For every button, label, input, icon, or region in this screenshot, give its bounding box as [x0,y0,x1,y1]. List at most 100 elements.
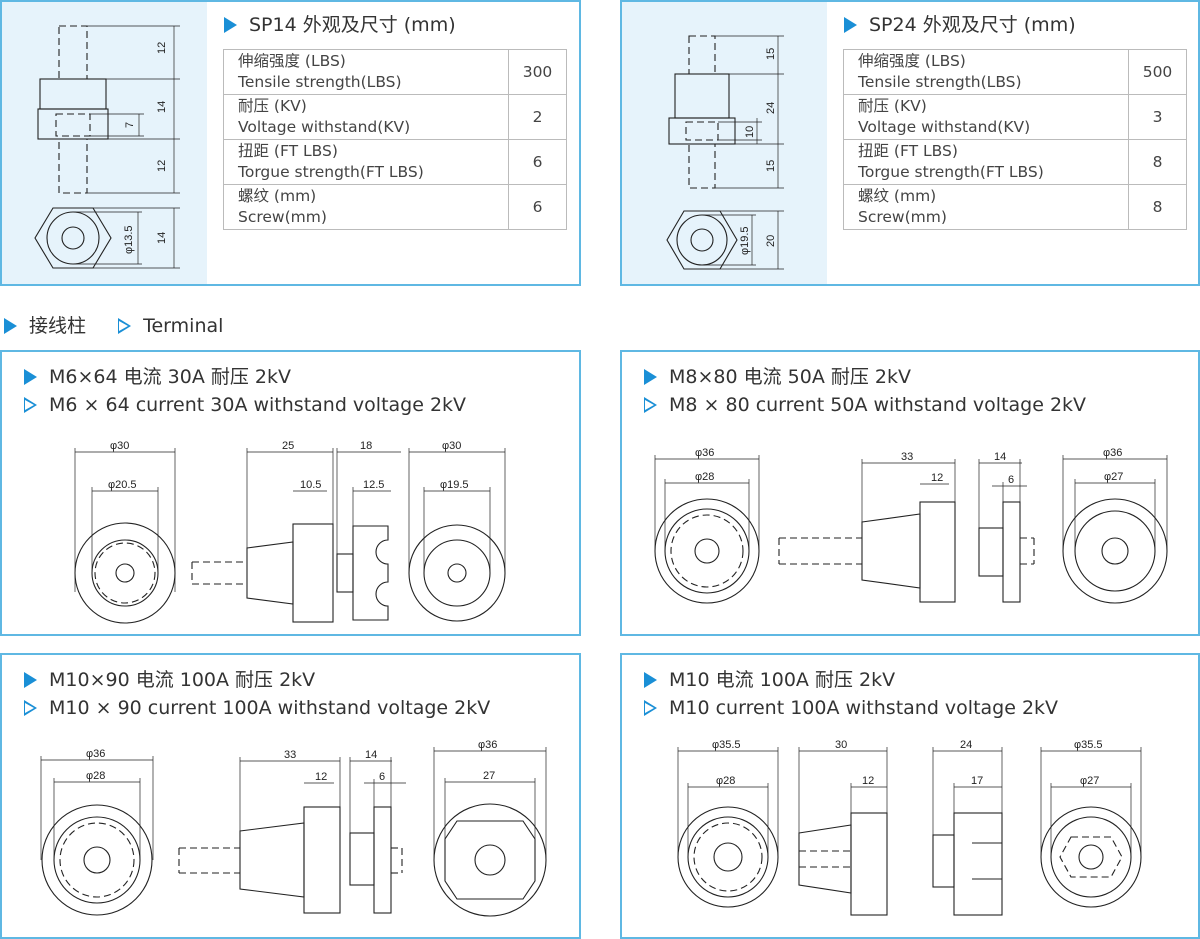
sp24-dim-mid: 24 [765,102,777,114]
dimension-label: 6 [1008,474,1014,486]
sp14-dim-top: 12 [156,42,168,54]
sp14-dim-bottom: 12 [156,160,168,172]
row-value: 8 [1128,139,1187,185]
sp24-dim-inner: 10 [744,126,756,138]
triangle-bullet-icon [24,672,37,688]
triangle-bullet-icon [24,369,37,385]
table-row: 耐压 (KV) Voltage withstand(KV) 3 [843,94,1187,140]
sp14-dim-inner: 7 [124,122,136,128]
triangle-bullet-icon [224,17,237,33]
row-label-cn: 螺纹 (mm) [858,187,937,205]
sp24-title: SP24 外观及尺寸 (mm) [844,10,1076,37]
sp14-spec-table: 伸缩强度 (LBS) Tensile strength(LBS) 300 耐压 (… [223,49,567,230]
dimension-label: 14 [994,451,1006,463]
sp14-title: SP14 外观及尺寸 (mm) [224,10,456,37]
triangle-bullet-icon [644,369,657,385]
terminal-m8-drawing: φ36 φ28 33 12 14 6 φ36 φ27 [654,447,1168,604]
dimension-label: φ28 [716,775,735,787]
table-row: 扭距 (FT LBS)Torgue strength(FT LBS) 6 [223,139,567,185]
triangle-outline-icon [24,700,37,716]
dimension-label: φ36 [695,447,714,459]
triangle-outline-icon [24,397,37,413]
terminal-title-cn: M6×64 电流 30A 耐压 2kV [24,362,291,389]
dimension-label: φ36 [478,739,497,751]
row-label-en: Torgue strength(FT LBS) [238,163,424,181]
row-value: 300 [508,49,567,95]
terminal-title-en: M10 × 90 current 100A withstand voltage … [24,697,490,719]
dimension-label: 12 [931,472,943,484]
sp14-dim-dia: φ13.5 [123,225,135,254]
dimension-label: φ36 [1103,447,1122,459]
dimension-label: 25 [282,440,294,452]
dimension-label: 33 [901,451,913,463]
dimension-label: φ28 [695,471,714,483]
sp14-dim-mid: 14 [156,101,168,113]
dimension-label: 18 [360,440,372,452]
dimension-label: φ35.5 [1074,739,1103,751]
dimension-label: 12 [862,775,874,787]
terminal-m10x90-panel: M10×90 电流 100A 耐压 2kV M10 × 90 current 1… [0,653,581,939]
row-value: 3 [1128,94,1187,140]
row-label-cn: 伸缩强度 (LBS) [858,52,966,70]
table-row: 螺纹 (mm)Screw(mm) 6 [223,184,567,230]
dimension-label: 6 [379,771,385,783]
sp24-dim-top: 15 [765,48,777,60]
table-row: 螺纹 (mm) Screw(mm) 8 [843,184,1187,230]
terminal-title-cn: M8×80 电流 50A 耐压 2kV [644,362,911,389]
sp24-drawing: 15 24 10 15 φ19.5 20 [666,35,784,270]
row-label-cn: 螺纹 (mm) [238,187,317,205]
row-label-en: Screw(mm) [858,208,947,226]
terminal-section-heading: 接线柱 Terminal [4,311,223,338]
triangle-bullet-icon [4,318,17,334]
dimension-label: 30 [835,739,847,751]
dimension-label: 10.5 [300,479,321,491]
row-label-cn: 耐压 (KV) [238,97,307,115]
dimension-label: φ27 [1104,471,1123,483]
dimension-label: φ30 [110,440,129,452]
row-value: 500 [1128,49,1187,95]
triangle-bullet-icon [644,672,657,688]
dimension-label: 12 [315,771,327,783]
row-value: 2 [508,94,567,140]
row-label-en: Voltage withstand(KV) [858,118,1031,136]
terminal-title-cn: M10×90 电流 100A 耐压 2kV [24,665,315,692]
row-value: 8 [1128,184,1187,230]
terminal-m8-panel: M8×80 电流 50A 耐压 2kV M8 × 80 current 50A … [620,350,1200,636]
terminal-m10-drawing: φ35.5 φ28 30 12 24 17 φ35.5 φ27 [677,739,1142,916]
row-label-en: Torgue strength(FT LBS) [858,163,1044,181]
dimension-label: 17 [971,775,983,787]
terminal-title-en: M10 current 100A withstand voltage 2kV [644,697,1058,719]
table-row: 扭距 (FT LBS) Torgue strength(FT LBS) 8 [843,139,1187,185]
dimension-label: φ35.5 [712,739,741,751]
dimension-label: φ30 [442,440,461,452]
dimension-label: 14 [365,749,377,761]
row-value: 6 [508,184,567,230]
terminal-title-en: M6 × 64 current 30A withstand voltage 2k… [24,394,466,416]
row-label-cn: 扭距 (FT LBS) [238,142,338,160]
sp24-dim-hex: 20 [765,235,777,247]
triangle-bullet-icon [844,17,857,33]
dimension-label: 33 [284,749,296,761]
sp14-panel: 12 14 7 12 φ13.5 14 SP14 外观及尺寸 (mm) 伸缩强度… [0,0,581,286]
table-row: 耐压 (KV)Voltage withstand(KV) 2 [223,94,567,140]
terminal-m10-panel: M10 电流 100A 耐压 2kV M10 current 100A with… [620,653,1200,939]
sp24-drawing-area [622,2,827,284]
terminal-title-cn: M10 电流 100A 耐压 2kV [644,665,895,692]
terminal-m6-panel: M6×64 电流 30A 耐压 2kV M6 × 64 current 30A … [0,350,581,636]
terminal-title-en: M8 × 80 current 50A withstand voltage 2k… [644,394,1086,416]
sp24-dim-dia: φ19.5 [739,226,751,255]
dimension-label: 27 [483,770,495,782]
table-row: 伸缩强度 (LBS)Tensile strength(LBS) 500 [843,49,1187,95]
dimension-label: φ28 [86,770,105,782]
dimension-label: φ19.5 [440,479,469,491]
dimension-label: φ36 [86,748,105,760]
dimension-label: φ20.5 [108,479,137,491]
row-label-cn: 耐压 (KV) [858,97,927,115]
row-label-en: Tensile strength(LBS) [238,73,402,91]
table-row: 伸缩强度 (LBS) Tensile strength(LBS) 300 [223,49,567,95]
triangle-outline-icon [118,318,132,334]
triangle-outline-icon [644,700,657,716]
sp14-dim-hex: 14 [156,232,168,244]
row-label-cn: 扭距 (FT LBS) [858,142,958,160]
row-label-cn: 伸缩强度 (LBS) [238,52,346,70]
